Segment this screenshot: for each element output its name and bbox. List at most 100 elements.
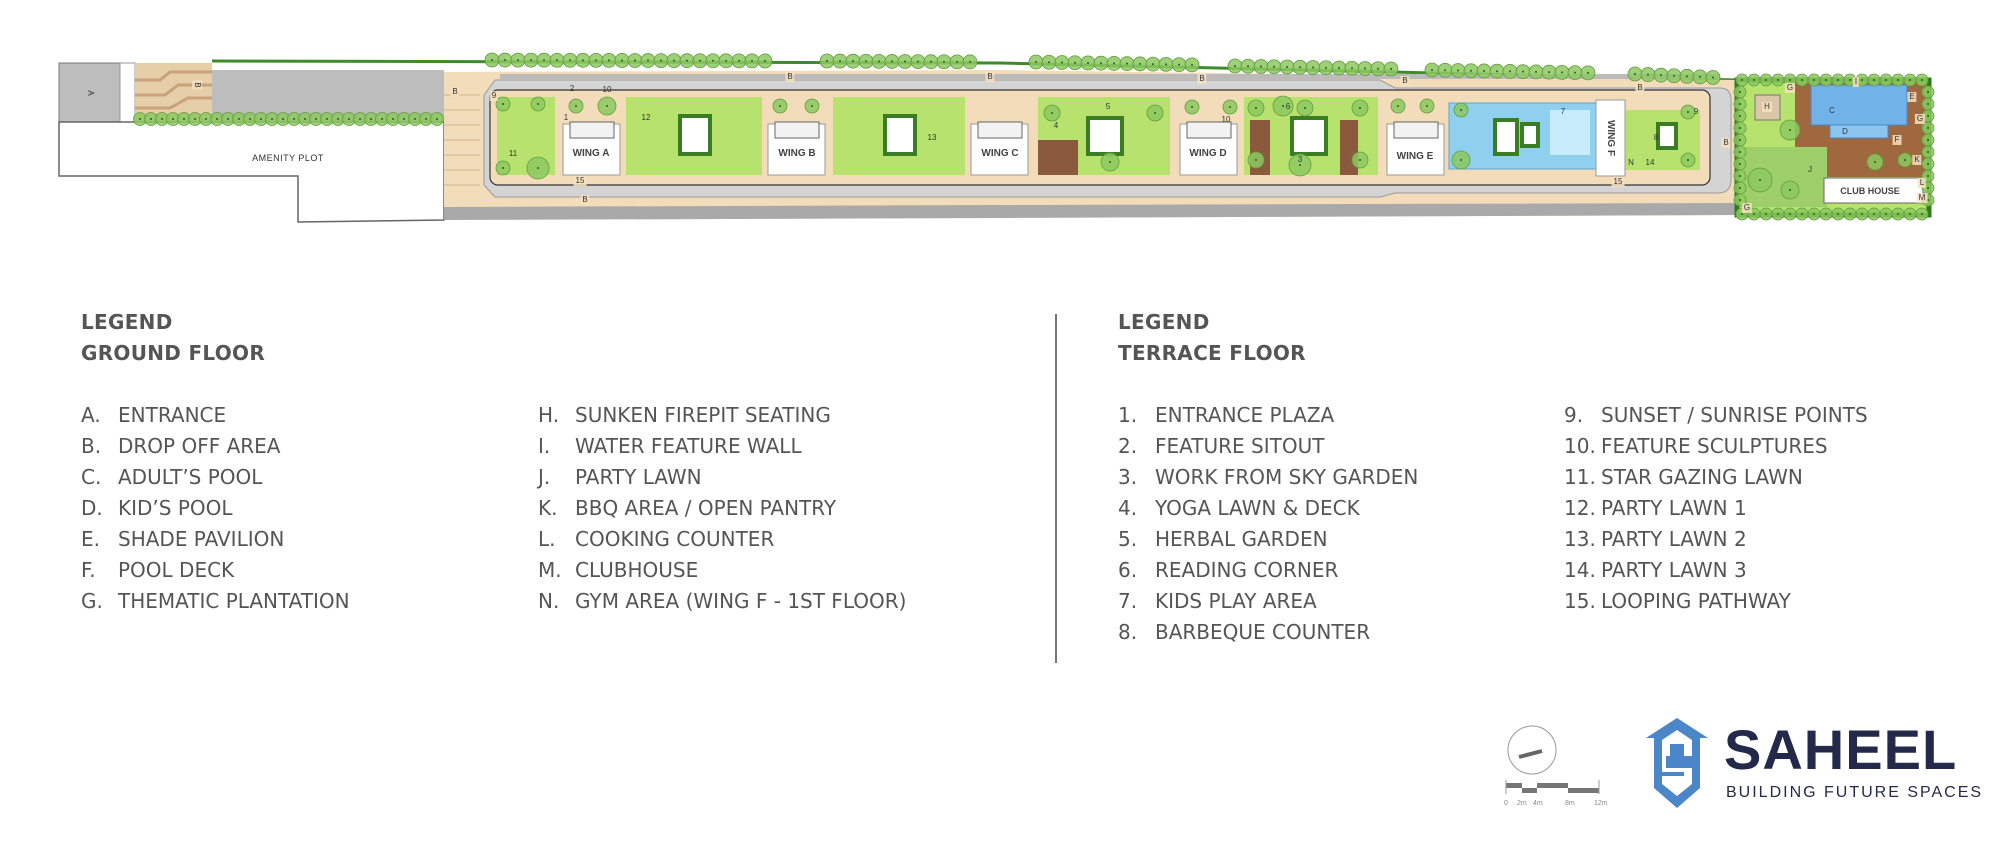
tree-trunk-icon	[1861, 79, 1863, 81]
tree-trunk-icon	[764, 59, 766, 62]
plan-label-b: B	[1400, 76, 1410, 86]
tree-trunk-icon	[530, 59, 532, 62]
tree-trunk-icon	[1351, 67, 1353, 70]
plan-label-9: 9	[1693, 107, 1699, 116]
tree-trunk-icon	[1431, 69, 1433, 71]
plan-label-g: G	[1914, 114, 1926, 124]
plan-label-3: 3	[1297, 155, 1303, 164]
legend-item-key: 14.	[1564, 558, 1596, 582]
plan-label-10: 10	[602, 85, 612, 94]
tree-trunk-icon	[686, 59, 688, 62]
tree-trunk-icon	[543, 59, 545, 62]
legend-item-key: J.	[538, 465, 551, 489]
legend-item-key: K.	[538, 496, 558, 520]
tree-trunk-icon	[502, 167, 504, 169]
tree-trunk-icon	[183, 118, 185, 120]
tree-trunk-icon	[1874, 161, 1876, 163]
tree-trunk-icon	[1687, 159, 1689, 161]
tree-trunk-icon	[1837, 213, 1839, 215]
tree-trunk-icon	[738, 59, 740, 62]
legend-item: 5.HERBAL GARDEN	[1118, 524, 1538, 555]
tree-trunk-icon	[271, 118, 273, 120]
tree-trunk-icon	[491, 59, 493, 61]
tree-trunk-icon	[1178, 63, 1180, 66]
tree-trunk-icon	[891, 60, 893, 63]
tree-trunk-icon	[1191, 106, 1193, 108]
tree-trunk-icon	[1753, 79, 1755, 81]
legend-item-label: STAR GAZING LAWN	[1601, 465, 1803, 489]
tree-trunk-icon	[1286, 66, 1288, 68]
plan-label-n: N	[1628, 158, 1634, 167]
legend-item-key: G.	[81, 589, 103, 613]
legend-item: 6.READING CORNER	[1118, 555, 1538, 586]
tree-trunk-icon	[1801, 79, 1803, 81]
tree-trunk-icon	[1825, 213, 1827, 215]
tree-trunk-icon	[1229, 106, 1231, 108]
plan-label-b: B	[985, 72, 995, 82]
tree-trunk-icon	[1927, 199, 1929, 201]
tree-trunk-icon	[1139, 62, 1141, 65]
tree-trunk-icon	[1255, 159, 1257, 161]
tree-trunk-icon	[282, 118, 284, 120]
adults-pool	[1810, 84, 1908, 126]
legend-item-key: M.	[538, 558, 562, 582]
tree-trunk-icon	[673, 59, 675, 62]
legend-item-key: A.	[81, 403, 101, 427]
site-plan-drawing	[58, 52, 1935, 223]
tree-trunk-icon	[293, 118, 295, 120]
plan-label-wing-f: WING F	[1604, 116, 1616, 160]
tree-trunk-icon	[1897, 213, 1899, 215]
tree-trunk-icon	[811, 105, 813, 107]
plan-label-g: G	[1784, 83, 1796, 93]
tree-trunk-icon	[1789, 129, 1791, 131]
legend-item-key: 13.	[1564, 527, 1596, 551]
tree-trunk-icon	[1051, 112, 1053, 114]
legend-item-key: 8.	[1118, 620, 1138, 644]
legend-item: N.GYM AREA (WING F - 1ST FLOOR)	[538, 586, 1018, 617]
plan-label-11: 11	[508, 149, 518, 158]
tree-trunk-icon	[1100, 62, 1102, 65]
tree-trunk-icon	[917, 60, 919, 63]
tree-trunk-icon	[227, 118, 229, 120]
tree-trunk-icon	[359, 118, 361, 120]
plan-label-b: B	[580, 195, 590, 205]
scale-tick: 8m	[1565, 800, 1575, 807]
tree-trunk-icon	[425, 118, 427, 120]
legend-item-label: LOOPING PATHWAY	[1601, 589, 1791, 613]
tree-trunk-icon	[647, 59, 649, 62]
tree-trunk-icon	[1634, 73, 1636, 75]
legend-item: 11.STAR GAZING LAWN	[1564, 462, 1984, 493]
tree-trunk-icon	[1927, 187, 1929, 189]
tree-trunk-icon	[517, 59, 519, 62]
tree-trunk-icon	[1777, 79, 1779, 81]
legend-item-label: FEATURE SCULPTURES	[1601, 434, 1828, 458]
logo-tagline: BUILDING FUTURE SPACES	[1726, 784, 1984, 801]
tree-trunk-icon	[161, 118, 163, 120]
tree-trunk-icon	[1234, 65, 1236, 67]
tree-trunk-icon	[1152, 63, 1154, 66]
tree-trunk-icon	[1359, 159, 1361, 161]
tree-trunk-icon	[504, 59, 506, 62]
tree-trunk-icon	[1074, 61, 1076, 64]
legend-item: 4.YOGA LAWN & DECK	[1118, 493, 1538, 524]
tree-trunk-icon	[1304, 107, 1306, 109]
tree-trunk-icon	[1359, 107, 1361, 109]
tree-trunk-icon	[1282, 105, 1284, 107]
plan-label-wing-e: WING E	[1393, 151, 1437, 163]
tree-trunk-icon	[1470, 69, 1472, 72]
tree-trunk-icon	[621, 59, 623, 62]
tree-trunk-icon	[1739, 175, 1741, 177]
legend-item-label: ENTRANCE PLAZA	[1155, 403, 1335, 427]
tree-trunk-icon	[1904, 159, 1906, 161]
legend-item-key: 4.	[1118, 496, 1138, 520]
tree-trunk-icon	[1444, 69, 1446, 72]
tree-trunk-icon	[1927, 163, 1929, 165]
tree-trunk-icon	[1813, 213, 1815, 215]
plan-label-10: 10	[1221, 115, 1231, 124]
plan-label-d: D	[1842, 127, 1848, 136]
legend-item-key: E.	[81, 527, 100, 551]
tree-trunk-icon	[852, 60, 854, 63]
tree-trunk-icon	[1777, 213, 1779, 215]
tree-trunk-icon	[839, 60, 841, 63]
legend-item-label: KID’S POOL	[118, 496, 233, 520]
